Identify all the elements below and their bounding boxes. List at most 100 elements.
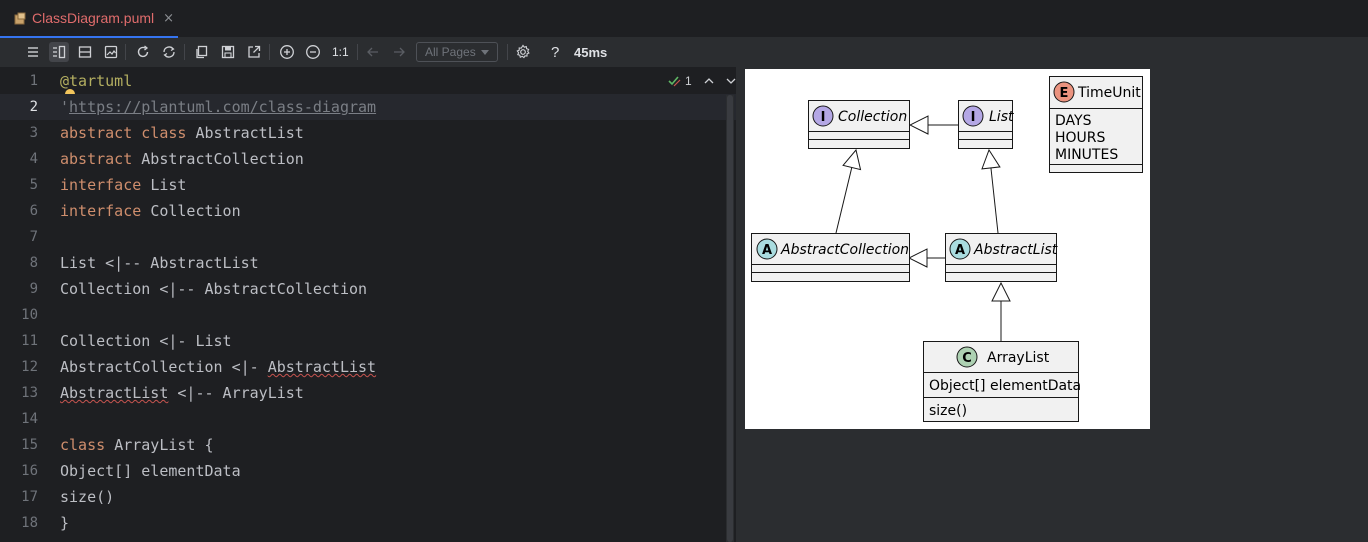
- code-text: abstract AbstractCollection: [60, 150, 304, 168]
- line-number: 1: [29, 73, 38, 89]
- code-text: List <|-- AbstractList: [60, 254, 259, 272]
- render-time: 45ms: [574, 45, 608, 60]
- line-number: 13: [21, 385, 38, 401]
- zoom-out-icon[interactable]: [303, 42, 323, 62]
- toolbar-separator: [125, 44, 126, 60]
- code-text: AbstractList <|-- ArrayList: [60, 384, 304, 402]
- class-name: ArrayList: [987, 350, 1050, 366]
- code-text: AbstractCollection <|- AbstractList: [60, 358, 377, 376]
- refresh-icon[interactable]: [133, 42, 153, 62]
- check-icon: [668, 76, 681, 87]
- next-page-icon[interactable]: [389, 42, 409, 62]
- save-icon[interactable]: [218, 42, 238, 62]
- line-number: 18: [21, 515, 38, 531]
- relation-collection-abstractcollection: [835, 150, 856, 234]
- enum-value: DAYS: [1055, 113, 1092, 129]
- toolbar-separator: [507, 44, 508, 60]
- code-line: 10: [0, 302, 736, 328]
- line-number: 17: [21, 489, 38, 505]
- line-number: 16: [21, 463, 38, 479]
- code-text: Object[] elementData: [60, 462, 241, 480]
- previous-page-icon[interactable]: [363, 42, 383, 62]
- interface-badge-icon: [812, 105, 834, 127]
- code-text: size(): [60, 488, 115, 506]
- chevron-down-icon[interactable]: [726, 77, 736, 85]
- line-number: 11: [21, 333, 38, 349]
- class-box-arraylist[interactable]: C ArrayList Object[] elementData size(): [923, 341, 1082, 422]
- inspection-count: 1: [685, 74, 692, 88]
- stereotype-letter: C: [962, 351, 972, 366]
- stereotype-letter: A: [955, 243, 965, 258]
- code-editor[interactable]: 1 @tartuml 2 'https://plantuml.com/class…: [0, 67, 736, 542]
- class-name: AbstractCollection: [780, 242, 909, 258]
- code-text: Collection <|-- AbstractCollection: [60, 280, 368, 298]
- class-name: TimeUnit: [1077, 85, 1141, 101]
- interface-badge-icon: [962, 105, 984, 127]
- line-number: 2: [29, 99, 38, 115]
- preview-only-icon[interactable]: [75, 42, 95, 62]
- toolbar-separator: [357, 44, 358, 60]
- code-line: 13 AbstractList <|-- ArrayList: [0, 380, 736, 406]
- class-name: AbstractList: [973, 242, 1058, 258]
- abstract-badge-icon: [949, 238, 971, 260]
- class-box-abstractcollection[interactable]: A AbstractCollection: [751, 233, 910, 282]
- code-line: 17 size(): [0, 484, 736, 510]
- code-text: class ArrayList {: [60, 436, 214, 454]
- comment-link[interactable]: https://plantuml.com/class-diagram: [69, 98, 377, 116]
- line-number: 10: [21, 307, 38, 323]
- line-number: 12: [21, 359, 38, 375]
- copy-icon[interactable]: [192, 42, 212, 62]
- code-line: 16 Object[] elementData: [0, 458, 736, 484]
- plantuml-file-icon: [14, 12, 26, 24]
- stereotype-letter: E: [1060, 86, 1069, 101]
- enum-box-timeunit[interactable]: E TimeUnit DAYS HOURS MINUTES: [1049, 76, 1143, 173]
- line-number: 14: [21, 411, 38, 427]
- abstract-badge-icon: [756, 238, 778, 260]
- actual-size-button[interactable]: 1:1: [332, 45, 349, 59]
- zoom-in-icon[interactable]: [277, 42, 297, 62]
- enum-value: HOURS: [1055, 130, 1106, 146]
- code-line: 11 Collection <|- List: [0, 328, 736, 354]
- line-number: 15: [21, 437, 38, 453]
- help-button[interactable]: ?: [551, 44, 560, 61]
- class-box-list[interactable]: I List: [958, 100, 1014, 149]
- settings-gear-icon[interactable]: [513, 42, 533, 62]
- pages-select[interactable]: All Pages: [416, 42, 498, 62]
- tab-label: ClassDiagram.puml: [32, 10, 155, 26]
- class-diagram: I Collection I List E TimeUnit DAYS HOUR…: [745, 69, 1150, 429]
- open-external-icon[interactable]: [244, 42, 264, 62]
- line-number: 6: [29, 203, 38, 219]
- editor-only-icon[interactable]: [23, 42, 43, 62]
- code-line: 14: [0, 406, 736, 432]
- class-box-collection[interactable]: I Collection: [808, 100, 910, 149]
- class-badge-icon: [956, 346, 978, 368]
- editor-scrollbar-thumb[interactable]: [727, 95, 733, 542]
- class-box-abstractlist[interactable]: A AbstractList: [945, 233, 1058, 282]
- enum-value: MINUTES: [1055, 147, 1118, 163]
- image-preview-icon[interactable]: [101, 42, 121, 62]
- code-line: 6 interface Collection: [0, 198, 736, 224]
- inspection-widget[interactable]: 1: [668, 74, 736, 88]
- tab-classdiagram[interactable]: ClassDiagram.puml ×: [0, 0, 178, 38]
- toolbar-separator: [184, 44, 185, 60]
- chevron-up-icon[interactable]: [704, 77, 714, 85]
- line-number: 5: [29, 177, 38, 193]
- code-line: 2 'https://plantuml.com/class-diagram: [0, 94, 736, 120]
- close-icon[interactable]: ×: [163, 10, 175, 26]
- line-number: 7: [29, 229, 38, 245]
- code-line: 4 abstract AbstractCollection: [0, 146, 736, 172]
- line-number: 8: [29, 255, 38, 271]
- stereotype-letter: I: [971, 110, 976, 125]
- enum-badge-icon: [1053, 81, 1075, 103]
- code-line: 5 interface List: [0, 172, 736, 198]
- code-text: 'https://plantuml.com/class-diagram: [60, 98, 377, 116]
- class-method: size(): [929, 403, 967, 419]
- line-number: 4: [29, 151, 38, 167]
- sync-icon[interactable]: [159, 42, 179, 62]
- code-line: 3 abstract class AbstractList: [0, 120, 736, 146]
- toolbar-separator: [269, 44, 270, 60]
- pages-select-value: All Pages: [425, 45, 476, 59]
- chevron-down-icon: [481, 50, 489, 55]
- editor-and-preview-icon[interactable]: [49, 42, 69, 62]
- code-line: 1 @tartuml: [0, 68, 736, 99]
